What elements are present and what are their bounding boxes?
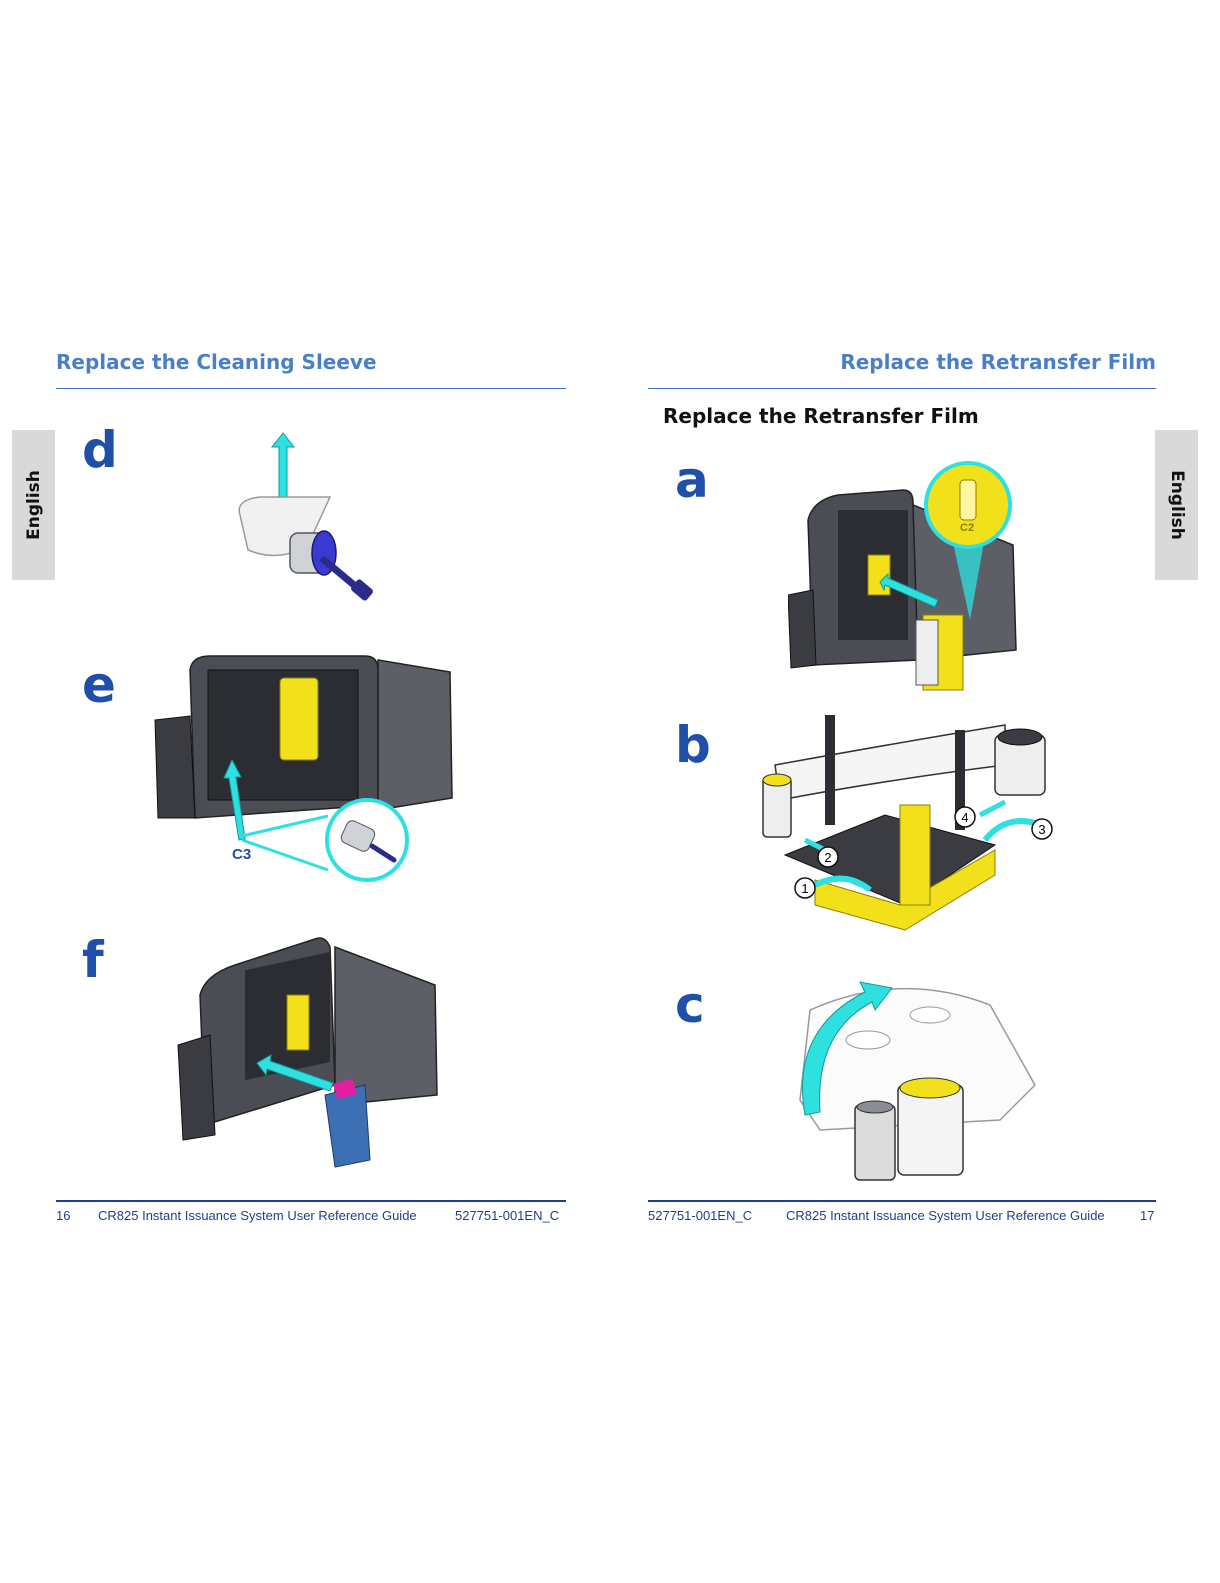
right-language-tab-label: English	[1167, 470, 1187, 540]
step-d-label: d	[82, 425, 118, 475]
right-page-header: Replace the Retransfer Film	[840, 350, 1156, 374]
cleaning-cartridge-blue	[325, 1085, 370, 1167]
arrow-step-3-icon	[985, 821, 1035, 840]
step-f-label: f	[82, 935, 104, 985]
right-page-number: 17	[1140, 1208, 1154, 1223]
callout-line-top	[242, 816, 328, 836]
cartridge-yellow-post	[900, 805, 930, 905]
c2-callout-label: C2	[960, 522, 974, 534]
lift-arrow-icon	[272, 433, 294, 497]
left-language-tab-label: English	[24, 470, 44, 540]
film-roll-small-core	[857, 1101, 893, 1113]
remove-retransfer-cartridge-illustration	[788, 460, 1018, 700]
new-retransfer-film-illustration	[780, 970, 1040, 1190]
callout-line-bottom	[242, 840, 328, 870]
left-footer-rule	[56, 1200, 566, 1202]
left-page-header: Replace the Cleaning Sleeve	[56, 350, 377, 374]
step-b-label: b	[675, 720, 711, 770]
right-header-rule	[648, 388, 1156, 389]
tray-recess-left	[846, 1031, 890, 1049]
supply-roll-core	[763, 774, 791, 786]
film-roll-large	[898, 1085, 963, 1175]
retransfer-film-strip	[775, 725, 1005, 800]
marker-1-label: 1	[801, 881, 808, 896]
left-header-rule	[56, 388, 566, 389]
marker-3-label: 3	[1038, 822, 1045, 837]
step-e-label: e	[82, 660, 116, 710]
printer-open-c3-illustration	[150, 650, 460, 890]
callout-latch	[960, 480, 976, 520]
right-footer-rule	[648, 1200, 1156, 1202]
insert-cleaning-cartridge-illustration	[175, 935, 445, 1170]
film-roll-small	[855, 1105, 895, 1180]
right-footer-title: CR825 Instant Issuance System User Refer…	[786, 1208, 1105, 1223]
film-roll-large-core	[900, 1078, 960, 1098]
marker-2-label: 2	[824, 850, 831, 865]
cleaning-cartridge-yellow	[280, 678, 318, 760]
right-footer-doc-id: 527751-001EN_C	[648, 1208, 752, 1223]
section-title: Replace the Retransfer Film	[663, 404, 979, 428]
printer-input-hopper	[178, 1035, 215, 1140]
printer-door	[378, 660, 452, 810]
left-page-number: 16	[56, 1208, 70, 1223]
c3-callout-label: C3	[232, 846, 251, 863]
spindle-left	[825, 715, 835, 825]
left-footer-title: CR825 Instant Issuance System User Refer…	[98, 1208, 417, 1223]
retransfer-film-roll	[916, 620, 938, 685]
cartridge-slot-yellow	[287, 995, 309, 1050]
arrow-step-4-icon	[980, 802, 1005, 815]
marker-4-label: 4	[961, 810, 968, 825]
step-c-label: c	[675, 980, 705, 1030]
printer-input-hopper	[788, 590, 816, 668]
printer-input-hopper	[155, 716, 195, 818]
step-a-label: a	[675, 455, 709, 505]
retransfer-cartridge-steps-illustration: 1 2 3 4	[755, 705, 1065, 950]
cleaning-sleeve-removal-illustration	[220, 425, 390, 615]
right-language-tab: English	[1155, 430, 1198, 580]
left-footer-doc-id: 527751-001EN_C	[455, 1208, 559, 1223]
take-up-roll-core	[998, 729, 1042, 745]
tray-recess-right	[910, 1007, 950, 1023]
left-language-tab: English	[12, 430, 55, 580]
